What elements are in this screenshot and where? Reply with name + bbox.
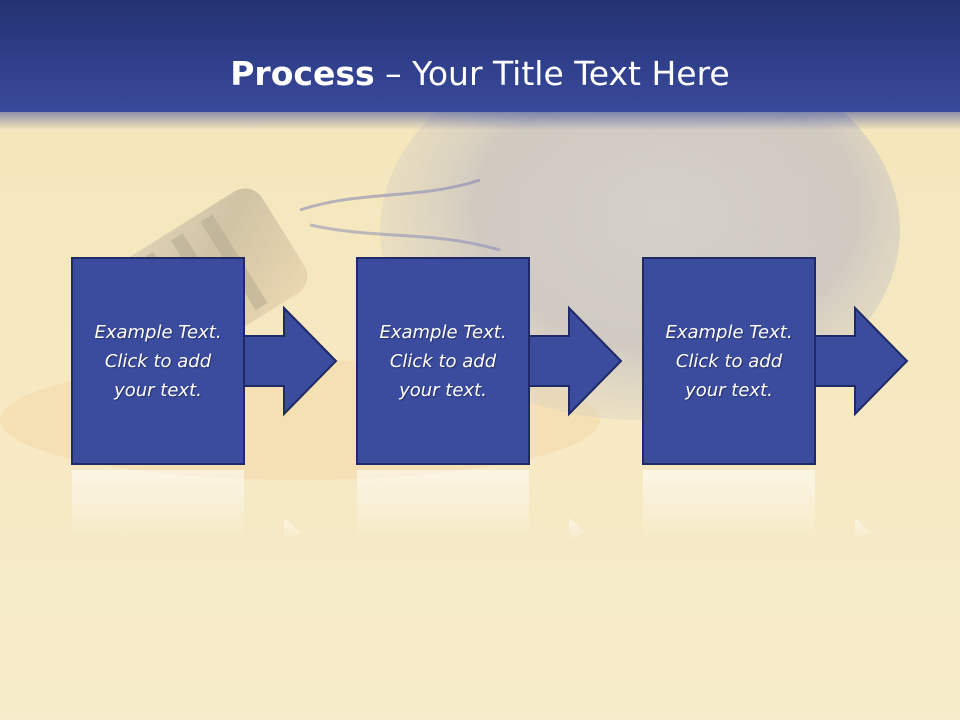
title-bar <box>0 0 960 130</box>
arrow-right-icon <box>243 305 338 417</box>
arrow-right-icon <box>528 305 623 417</box>
step-1-text[interactable]: Example Text. Click to add your text. <box>94 321 222 401</box>
process-step-1[interactable] <box>71 257 338 540</box>
title-rest: – Your Title Text Here <box>374 54 730 93</box>
process-step-2[interactable] <box>356 257 623 540</box>
step-3-text[interactable]: Example Text. Click to add your text. <box>665 321 793 401</box>
title-strong: Process <box>230 54 375 93</box>
slide-title[interactable]: Process – Your Title Text Here <box>0 52 960 96</box>
step-2-text[interactable]: Example Text. Click to add your text. <box>379 321 507 401</box>
arrow-right-icon <box>814 305 909 417</box>
process-step-3[interactable] <box>642 257 909 540</box>
